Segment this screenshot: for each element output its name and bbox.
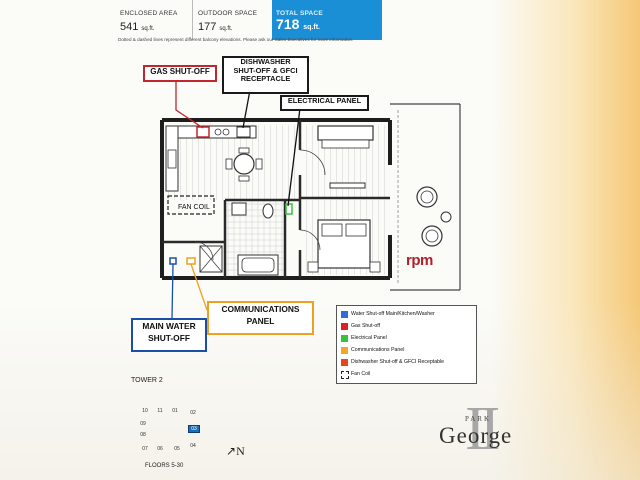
enclosed-area-unit: sq.ft. <box>141 26 155 32</box>
balcony-note: Dotted & dashed lines represent differen… <box>118 37 354 42</box>
logo-george: George <box>439 423 513 448</box>
outdoor-space-value: 177 sq.ft. <box>198 21 232 33</box>
gas-shutoff-callout: GAS SHUT-OFF <box>143 65 217 82</box>
exterior-walls <box>160 118 392 280</box>
key-unit-05: 05 <box>174 446 180 452</box>
sofa <box>317 125 374 149</box>
legend-swatch-dishwasher <box>341 359 348 366</box>
park-george-logo: II PARK George <box>435 398 545 473</box>
total-space-cell: TOTAL SPACE 718 sq.ft. <box>272 0 382 40</box>
north-arrow-icon: ↗ <box>226 444 237 458</box>
key-unit-08: 08 <box>140 432 146 438</box>
toilet <box>262 203 274 219</box>
enclosed-area-label: ENCLOSED AREA <box>120 10 178 17</box>
communications-panel-callout: COMMUNICATIONS PANEL <box>207 301 314 335</box>
key-unit-03-selected: 03 <box>188 425 200 433</box>
legend-swatch-fan-coil <box>341 371 349 379</box>
balcony <box>390 103 461 291</box>
tower-label: TOWER 2 <box>131 377 163 384</box>
gas-shutoff-marker <box>196 126 210 138</box>
legend-label-communications: Communications Panel <box>351 347 405 353</box>
dining-table <box>225 147 263 182</box>
balcony-side-table <box>440 211 452 223</box>
enclosed-area-value: 541 sq.ft. <box>120 21 154 33</box>
electrical-panel-callout: ELECTRICAL PANEL <box>280 95 369 111</box>
dishwasher-callout-line-3: RECEPTACLE <box>240 74 291 84</box>
dishwasher-callout-line-2: SHUT-OFF & GFCI <box>233 65 298 75</box>
key-unit-06: 06 <box>157 446 163 452</box>
legend-swatch-communications <box>341 347 348 354</box>
legend-label-water: Water Shut-off Main/Kitchen/Washer <box>351 311 435 317</box>
key-unit-10: 10 <box>142 408 148 414</box>
interior-walls <box>162 120 390 278</box>
electrical-panel-marker <box>285 203 293 215</box>
bed <box>307 219 381 273</box>
logo-park: PARK <box>465 415 492 423</box>
dishwasher-callout: DISHWASHER SHUT-OFF & GFCI RECEPTACLE <box>222 56 309 94</box>
legend-label-gas: Gas Shut-off <box>351 323 381 329</box>
legend-label-dishwasher: Dishwasher Shut-off & GFCI Receptable <box>351 359 445 365</box>
tv-console <box>329 182 366 189</box>
north-label: N <box>236 444 245 458</box>
key-unit-04: 04 <box>190 443 196 449</box>
key-plan: 10 11 01 02 09 08 03 07 06 05 04 <box>130 396 220 456</box>
outdoor-space-unit: sq.ft. <box>219 26 233 32</box>
total-space-unit: sq.ft. <box>303 24 320 31</box>
communications-callout-line-2: PANEL <box>246 315 275 326</box>
balcony-chair-2 <box>421 225 443 247</box>
key-unit-09: 09 <box>140 421 146 427</box>
background-wash-bottom <box>0 300 640 480</box>
floors-label: FLOORS 5-30 <box>145 463 184 469</box>
main-water-callout-line-1: MAIN WATER <box>142 321 196 331</box>
total-space-value: 718 sq.ft. <box>276 16 320 32</box>
balcony-chair-1 <box>416 186 438 208</box>
north-arrow: ↗N <box>226 444 245 459</box>
total-space-label: TOTAL SPACE <box>276 10 323 17</box>
kitchen-counter <box>165 125 257 192</box>
legend-swatch-gas <box>341 323 348 330</box>
bathroom-fixtures <box>231 202 279 276</box>
callout-leaders <box>171 79 301 319</box>
laundry <box>169 245 223 273</box>
rpm-logo: rpm <box>406 252 433 269</box>
key-unit-07: 07 <box>142 446 148 452</box>
outdoor-space-label: OUTDOOR SPACE <box>198 10 258 17</box>
fridge <box>167 149 177 169</box>
main-water-callout: MAIN WATER SHUT-OFF <box>131 318 207 352</box>
key-unit-02: 02 <box>190 410 196 416</box>
legend-swatch-electrical <box>341 335 348 342</box>
legend: Water Shut-off Main/Kitchen/Washer Gas S… <box>336 305 477 384</box>
key-unit-01: 01 <box>172 408 178 414</box>
fan-coil-label: FAN COIL <box>178 204 210 211</box>
doors <box>194 149 326 261</box>
outdoor-space-number: 177 <box>198 21 217 33</box>
total-space-number: 718 <box>276 16 300 32</box>
dishwasher <box>236 126 251 138</box>
legend-label-fan-coil: Fan Coil <box>351 371 371 377</box>
area-table: ENCLOSED AREA 541 sq.ft. OUTDOOR SPACE 1… <box>116 0 382 40</box>
legend-label-electrical: Electrical Panel <box>351 335 387 341</box>
water-shutoff-marker <box>169 257 177 265</box>
legend-swatch-water <box>341 311 348 318</box>
enclosed-area-cell: ENCLOSED AREA 541 sq.ft. <box>116 0 193 40</box>
enclosed-area-number: 541 <box>120 21 139 33</box>
key-unit-11: 11 <box>157 408 163 414</box>
dishwasher-callout-line-1: DISHWASHER <box>240 57 291 66</box>
fan-coil-box <box>167 195 215 215</box>
communications-callout-line-1: COMMUNICATIONS <box>221 304 300 314</box>
communications-panel-marker <box>186 257 196 265</box>
main-water-callout-line-2: SHUT-OFF <box>148 332 190 343</box>
